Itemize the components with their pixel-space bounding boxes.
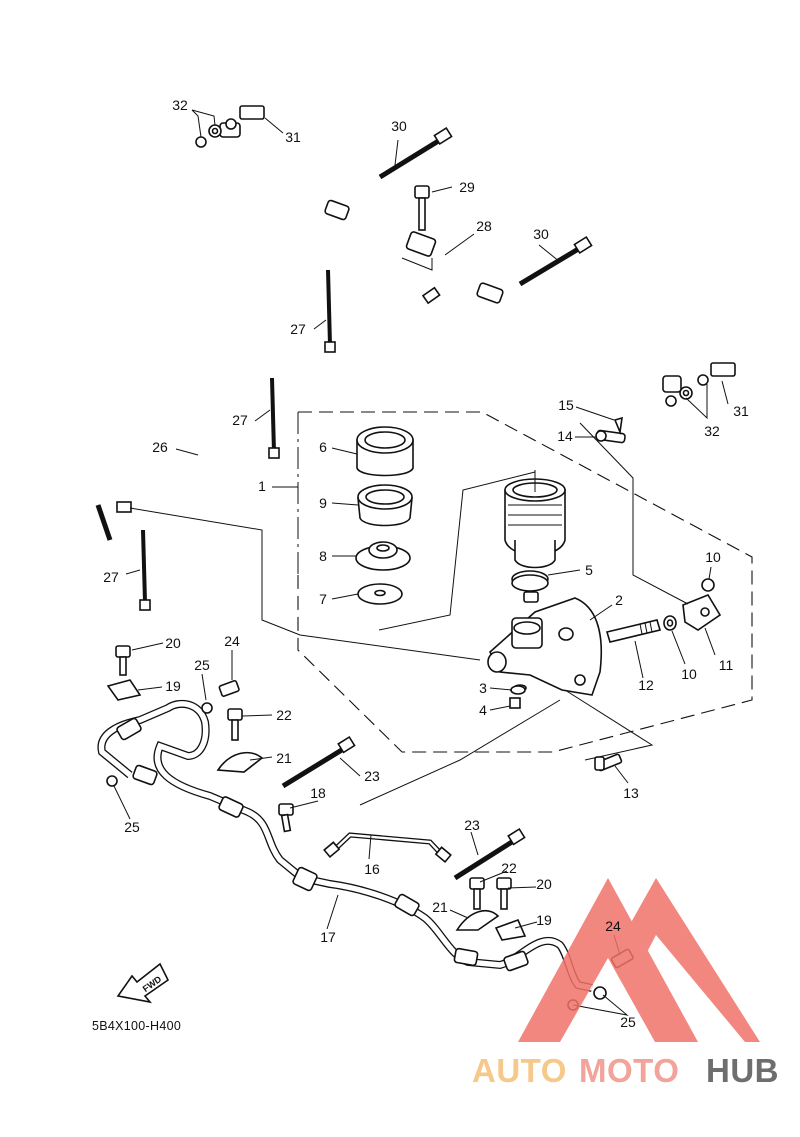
callout-13: 13 (623, 785, 639, 801)
callout-1: 1 (258, 478, 266, 494)
fwd-arrow-icon: FWD (116, 962, 170, 1004)
lower-hose (97, 699, 593, 992)
reservoir-body (504, 470, 566, 569)
callout-6: 6 (319, 439, 327, 455)
callout-30: 30 (391, 118, 407, 134)
brake-pipe (95, 269, 441, 611)
callout-22: 22 (276, 707, 292, 723)
callout-15: 15 (558, 397, 574, 413)
upper-hose (219, 122, 682, 393)
callout-25: 25 (194, 657, 210, 673)
callout-24: 24 (605, 918, 621, 934)
callout-25: 25 (620, 1014, 636, 1030)
callout-7: 7 (319, 591, 327, 607)
diaphragm-plate-9 (357, 484, 413, 527)
pipe-16 (323, 832, 452, 864)
callout-32: 32 (172, 97, 188, 113)
callout-30: 30 (533, 226, 549, 242)
callout-9: 9 (319, 495, 327, 511)
callout-29: 29 (459, 179, 475, 195)
hose-joint-block (405, 231, 437, 257)
watermark-logo (518, 878, 760, 1042)
reservoir-cap-6 (356, 426, 414, 477)
watermark-text: AUTO MOTO HUB (472, 1052, 779, 1089)
callout-11: 11 (719, 657, 734, 673)
callout-2: 2 (615, 592, 623, 608)
callout-32: 32 (704, 423, 720, 439)
callout-10: 10 (705, 549, 721, 565)
callout-22: 22 (501, 860, 517, 876)
diaphragm-8 (355, 541, 411, 571)
callout-19: 19 (536, 912, 552, 928)
watermark-text-moto: MOTO (579, 1052, 679, 1089)
float-7 (357, 583, 403, 605)
callout-21: 21 (432, 899, 448, 915)
callout-23: 23 (364, 768, 380, 784)
callout-28: 28 (476, 218, 492, 234)
banjo-bolt-31b (710, 362, 736, 377)
callout-26: 26 (152, 439, 168, 455)
watermark-triangle-icon (518, 878, 698, 1042)
bracket-21a (216, 751, 264, 773)
callout-23: 23 (464, 817, 480, 833)
callout-20: 20 (536, 876, 552, 892)
master-cylinder-2 (487, 591, 603, 709)
watermark-text-auto: AUTO (472, 1052, 567, 1089)
callout-27: 27 (232, 412, 248, 428)
callout-21: 21 (276, 750, 292, 766)
callout-25: 25 (124, 819, 140, 835)
watermark-text-hub: HUB (706, 1052, 779, 1089)
callout-31: 31 (733, 403, 749, 419)
callout-16: 16 (364, 861, 380, 877)
callout-17: 17 (320, 929, 336, 945)
callout-3: 3 (479, 680, 487, 696)
diagram-code: 5B4X100-H400 (92, 1019, 181, 1033)
callout-27: 27 (103, 569, 119, 585)
assembly-outline (297, 411, 753, 753)
callout-14: 14 (557, 428, 573, 444)
callout-12: 12 (638, 677, 654, 693)
banjo-bolt-31a (239, 105, 265, 120)
bracket-21b (455, 909, 500, 931)
callout-24: 24 (224, 633, 240, 649)
callout-10: 10 (681, 666, 697, 682)
callout-4: 4 (479, 702, 487, 718)
callout-20: 20 (165, 635, 181, 651)
callout-31: 31 (285, 129, 301, 145)
callout-18: 18 (310, 785, 326, 801)
callout-5: 5 (585, 562, 593, 578)
callout-8: 8 (319, 548, 327, 564)
clip-5 (511, 570, 549, 592)
callout-27: 27 (290, 321, 306, 337)
callout-19: 19 (165, 678, 181, 694)
